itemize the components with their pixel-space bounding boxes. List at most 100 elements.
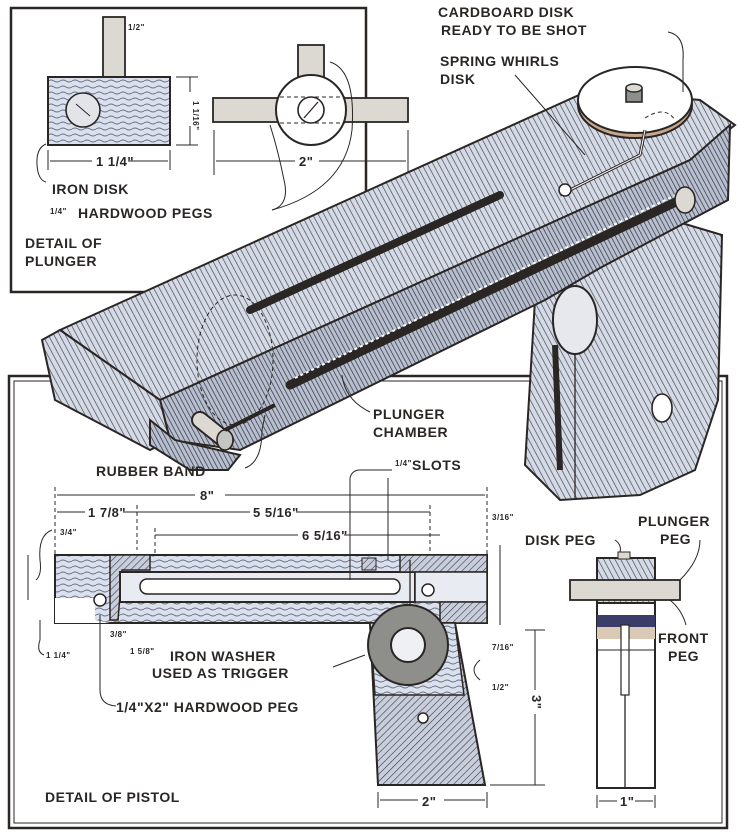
- spring-leader: [514, 74, 586, 156]
- end-left-peg: [212, 97, 284, 123]
- top-offset-leader: [35, 529, 53, 581]
- hardwood-peg-leader: [99, 615, 117, 707]
- hardwood-peg-label: 1/4"X2" HARDWOOD PEG: [116, 699, 299, 715]
- plunger-peg-leader: [679, 539, 701, 581]
- disk-peg-leader: [614, 539, 621, 553]
- plunger-peg-end-view: [569, 579, 681, 601]
- trigger-opening: [552, 285, 598, 355]
- disk-slot: [75, 103, 91, 117]
- barrel-to-peg-dim: 5 5/16": [253, 505, 299, 520]
- peg-small-dim: 3/8": [110, 630, 127, 639]
- washer-label-line1: IRON WASHER: [170, 648, 276, 664]
- plunger-detail-panel: 1 1/16" 1/2" 1 1/4" 2" IRON DISK 1/: [9, 6, 409, 294]
- end-width-dim: 1": [620, 794, 634, 809]
- right-small-dim-2: 7/16": [492, 643, 514, 652]
- disk-peg-label: DISK PEG: [525, 532, 596, 548]
- hardwood-pegs-label: HARDWOOD PEGS: [78, 205, 213, 221]
- overall-length-dim: 8": [200, 488, 214, 503]
- dim-gap: [528, 690, 544, 714]
- hidden-plunger-outline: [196, 294, 274, 426]
- slot-mark: [361, 557, 377, 571]
- plunger-peg-end: [674, 186, 696, 214]
- right-small-dim-3: 1/2": [492, 683, 509, 692]
- front-peg-end: [216, 429, 234, 451]
- dim-gap: [195, 486, 225, 504]
- cardboard-disk-label-line2: READY TO BE SHOT: [441, 22, 587, 38]
- slots-label: SLOTS: [412, 457, 461, 473]
- disk-peg-hole: [421, 583, 435, 597]
- handle-hole-section: [417, 712, 429, 724]
- dim-gap: [295, 152, 319, 168]
- spring-highlight: [559, 129, 646, 196]
- dim-gap: [298, 526, 344, 544]
- rubber-band: [224, 403, 276, 432]
- pistol-caption: DETAIL OF PISTOL: [45, 789, 180, 805]
- handle-height-dim: 3": [529, 695, 544, 709]
- pistol-side-section: 8" 1 7/8" 5 5/16" 6 5/16" 3/4" 1 1/4": [27, 457, 545, 809]
- peg-height-dim: 1/2": [128, 23, 145, 32]
- plunger-rod: [139, 578, 401, 595]
- slots-leader: [349, 469, 392, 580]
- washer-label-line2: USED AS TRIGGER: [152, 665, 289, 681]
- spring-label-line1: SPRING WHIRLS: [440, 53, 559, 69]
- iron-disk-label: IRON DISK: [52, 181, 129, 197]
- plunger-length-dim: 1 1/4": [96, 154, 134, 169]
- right-dim-leader: [473, 659, 481, 681]
- cardboard-disk-leader: [667, 31, 684, 92]
- iron-disk-leader: [36, 143, 47, 183]
- dim-gap: [418, 792, 444, 808]
- dim-gap: [180, 92, 200, 126]
- chamber-length-dim: 6 5/16": [302, 528, 348, 543]
- plunger-chamber-slot: [285, 195, 685, 390]
- dim-gap: [617, 793, 635, 809]
- barrel-underside: [149, 417, 242, 471]
- front-peg-label-line2: PEG: [668, 648, 699, 664]
- disk-hidden-line: [644, 111, 676, 121]
- plunger-height-dim: 1 1/16": [191, 101, 200, 131]
- peg-leader: [271, 61, 353, 211]
- end-disk-slot: [303, 101, 319, 119]
- plunger-side-view: [47, 16, 171, 146]
- plunger-end-view: [212, 44, 409, 146]
- bottom-offset-leader: [38, 639, 45, 656]
- rubber-band-label: RUBBER BAND: [96, 463, 206, 479]
- slots-fraction: 1/4": [395, 459, 412, 468]
- trigger-slot: [552, 344, 563, 471]
- pistol-end-view: 1" DISK PEG PLUNGER PEG FRONT PEG: [525, 513, 710, 809]
- plunger-caption-line2: PLUNGER: [25, 253, 97, 269]
- body-cutout: [55, 598, 110, 623]
- handle-hole: [651, 393, 673, 423]
- peg-span-dim: 2": [299, 154, 313, 169]
- spring-label-line2: DISK: [440, 71, 475, 87]
- plunger-chamber-leader: [341, 374, 371, 413]
- plunger-caption-line1: DETAIL OF: [25, 235, 102, 251]
- rubber-band-leader: [244, 414, 266, 469]
- front-peg-leader: [669, 599, 687, 626]
- top-offset-dim: 3/4": [60, 528, 77, 537]
- right-small-dim-1: 3/16": [492, 513, 514, 522]
- dim-gap: [85, 503, 123, 521]
- top-slot: [246, 191, 504, 314]
- washer-fraction: 1 5/8": [130, 647, 155, 656]
- top-peg: [102, 16, 126, 78]
- disk-peg-stub: [617, 551, 631, 560]
- front-peg-hole: [93, 593, 107, 607]
- pegs-fraction: 1/4": [50, 207, 67, 216]
- washer-leader: [332, 654, 366, 668]
- washer-hole: [390, 627, 426, 663]
- plunger-peg-label-line2: PEG: [660, 531, 691, 547]
- spring-pivot: [558, 183, 572, 197]
- pistol-perspective-view: CARDBOARD DISK READY TO BE SHOT SPRING W…: [40, 4, 737, 502]
- front-offset-dim: 1 7/8": [88, 505, 126, 520]
- end-right-peg: [339, 97, 409, 123]
- trigger-slot-end: [620, 624, 630, 696]
- plunger-chamber-label-line1: PLUNGER: [373, 406, 445, 422]
- disk-peg-top: [625, 83, 643, 93]
- handle-width-dim: 2": [422, 794, 436, 809]
- dim-gap: [92, 152, 128, 168]
- plunger-peg-label-line1: PLUNGER: [638, 513, 710, 529]
- front-peg-label-line1: FRONT: [658, 630, 709, 646]
- bottom-section-hatch: [439, 601, 488, 624]
- end-view-band: [597, 615, 655, 627]
